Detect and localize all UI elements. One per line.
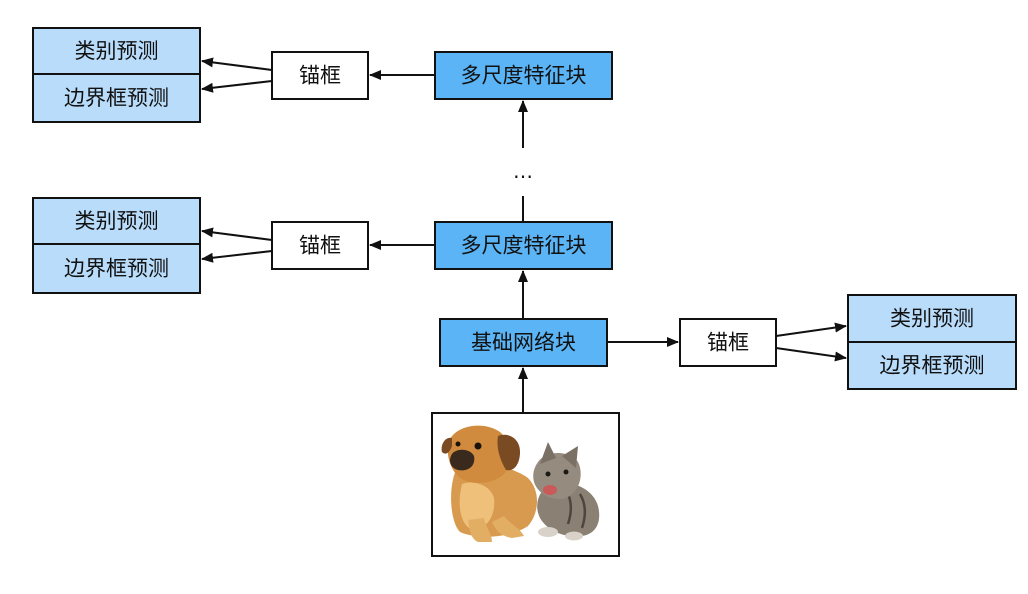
top-anchor-box: 锚框 [271, 51, 369, 100]
base-bbox-prediction-label: 边界框预测 [880, 354, 985, 378]
base-anchor-box: 锚框 [679, 318, 777, 367]
mid-multiscale-block: 多尺度特征块 [434, 221, 613, 270]
top-class-prediction-box: 类别预测 [32, 27, 201, 75]
base-bbox-prediction-box: 边界框预测 [847, 341, 1017, 390]
top-anchor-label: 锚框 [299, 64, 341, 88]
mid-class-prediction-box: 类别预测 [32, 197, 201, 245]
mid-multiscale-label: 多尺度特征块 [461, 234, 587, 258]
arrow-top-anchor-to-bbox [201, 80, 273, 93]
mid-class-prediction-label: 类别预测 [75, 209, 159, 233]
base-network-label: 基础网络块 [471, 331, 576, 355]
kitten-illustration [533, 442, 600, 541]
arrow-top-anchor-to-class [201, 57, 273, 71]
top-bbox-prediction-label: 边界框预测 [64, 86, 169, 110]
input-image [431, 412, 620, 557]
top-class-prediction-label: 类别预测 [75, 39, 159, 63]
base-anchor-label: 锚框 [707, 331, 749, 355]
mid-bbox-prediction-label: 边界框预测 [64, 257, 169, 281]
base-network-block: 基础网络块 [439, 318, 608, 367]
base-class-prediction-box: 类别预测 [847, 294, 1017, 343]
mid-anchor-label: 锚框 [299, 234, 341, 258]
arrows [201, 57, 847, 413]
puppy-illustration [441, 425, 537, 542]
base-class-prediction-label: 类别预测 [890, 307, 974, 331]
mid-anchor-box: 锚框 [271, 221, 369, 270]
arrow-base-anchor-to-bbox [775, 347, 847, 362]
top-multiscale-block: 多尺度特征块 [434, 51, 613, 100]
mid-bbox-prediction-box: 边界框预测 [32, 243, 201, 294]
arrow-mid-anchor-to-bbox [201, 250, 273, 263]
arrow-mid-anchor-to-class [201, 227, 273, 241]
top-multiscale-label: 多尺度特征块 [461, 64, 587, 88]
ellipsis-label: … [513, 159, 533, 183]
arrow-base-anchor-to-class [775, 322, 847, 337]
top-bbox-prediction-box: 边界框预测 [32, 73, 201, 123]
